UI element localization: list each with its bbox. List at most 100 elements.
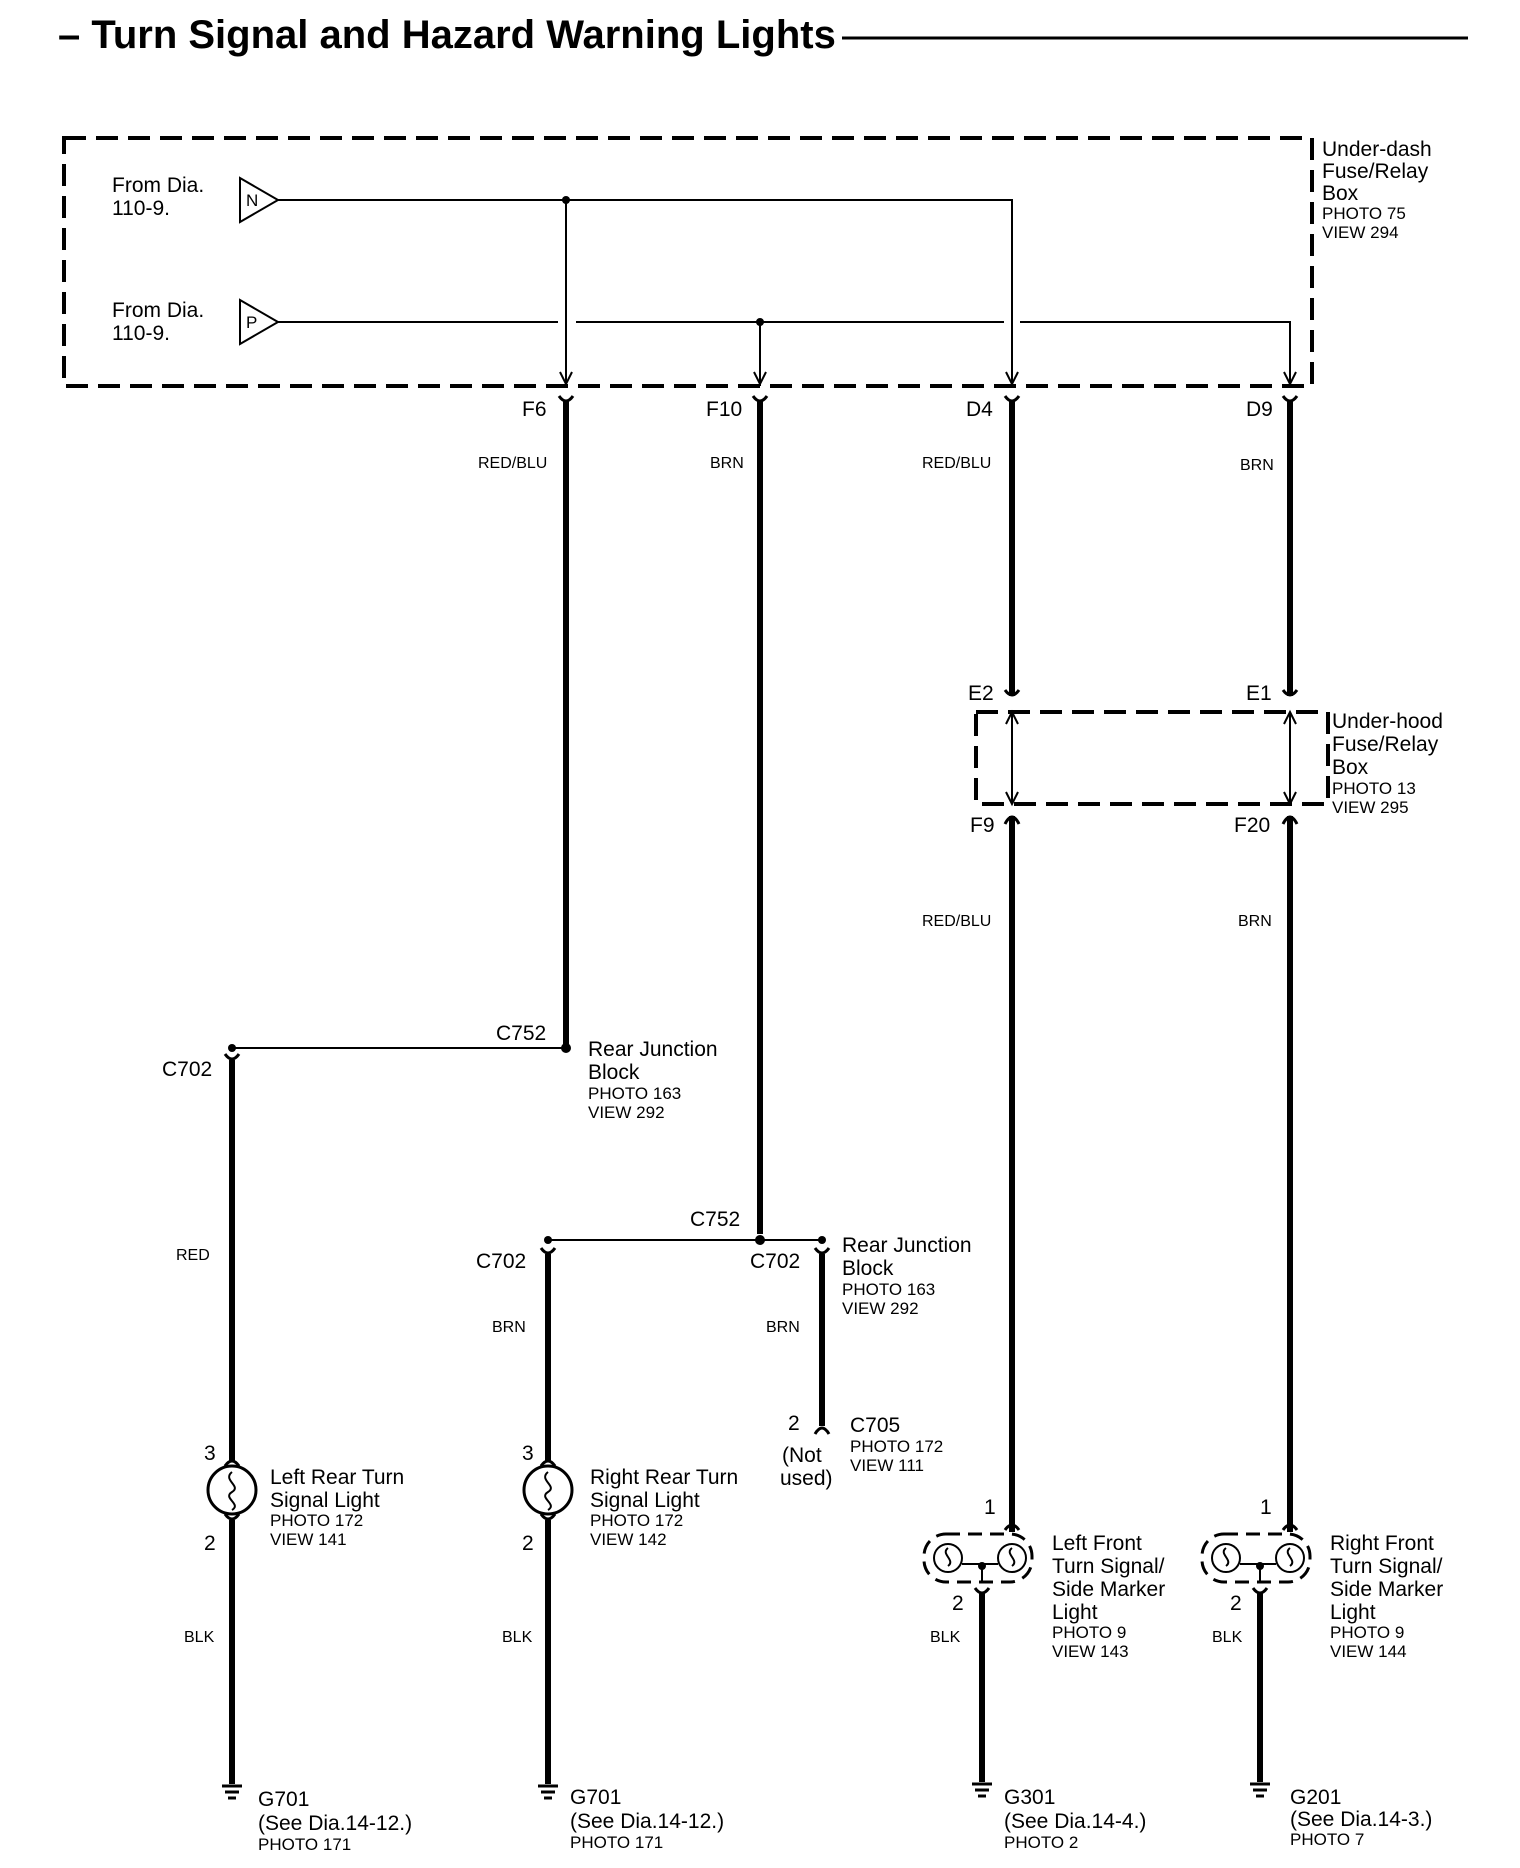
g3-photo: PHOTO 2 <box>1004 1833 1078 1852</box>
wire-color-f6: RED/BLU <box>478 455 547 472</box>
g4-photo: PHOTO 7 <box>1290 1830 1364 1849</box>
ground-g201: G201 (See Dia.14-3.) PHOTO 7 <box>1250 1782 1432 1849</box>
rj2-connector-c752: C752 <box>690 1208 740 1231</box>
right-rear-pin-top: 3 <box>522 1442 534 1465</box>
right-front-turn-signal-light: 1 2 Right Front Turn Signal/ Side Marker… <box>1200 1496 1443 1661</box>
terminal-f10: F10 <box>706 398 742 421</box>
right-rear-photo: PHOTO 172 <box>590 1511 683 1530</box>
right-front-pin-top: 1 <box>1260 1496 1272 1519</box>
terminal-f20: F20 <box>1234 814 1270 837</box>
right-front-bulb-1-icon <box>1211 1543 1241 1573</box>
wire-color-f10: BRN <box>710 455 744 472</box>
under-dash-photo: PHOTO 75 <box>1322 204 1406 223</box>
left-rear-name-1: Left Rear Turn <box>270 1466 404 1489</box>
right-front-name-1: Right Front <box>1330 1532 1434 1555</box>
left-front-housing-icon <box>922 1532 1034 1584</box>
rj2-photo: PHOTO 163 <box>842 1280 935 1299</box>
terminal-f9: F9 <box>970 814 995 837</box>
left-front-pin-top: 1 <box>984 1496 996 1519</box>
left-front-photo: PHOTO 9 <box>1052 1623 1126 1642</box>
right-front-name-4: Light <box>1330 1601 1376 1624</box>
right-rear-pin-bottom: 2 <box>522 1532 534 1555</box>
left-front-bulb-1-icon <box>933 1543 963 1573</box>
wire-color-d9: BRN <box>1240 457 1274 474</box>
ground-icon <box>222 1784 242 1800</box>
g2-photo: PHOTO 171 <box>570 1833 663 1852</box>
input-p-line1: From Dia. <box>112 299 204 322</box>
ground-g301: G301 (See Dia.14-4.) PHOTO 2 <box>972 1782 1146 1852</box>
terminal-f6: F6 <box>522 398 547 421</box>
under-dash-name-1: Under-dash <box>1322 138 1432 161</box>
right-front-housing-icon <box>1200 1532 1312 1584</box>
under-hood-name-2: Fuse/Relay <box>1332 733 1439 756</box>
wire-color-blk-4: BLK <box>1212 1629 1243 1646</box>
rj1-name-2: Block <box>588 1061 640 1084</box>
connector-e2 <box>1003 689 1021 697</box>
under-dash-name-2: Fuse/Relay <box>1322 160 1429 183</box>
ground-g701-left: G701 (See Dia.14-12.) PHOTO 171 <box>222 1784 412 1854</box>
wire-color-brn-c705: BRN <box>766 1319 800 1336</box>
rear-junction-block-2: C752 C702 C702 Rear Junction Block PHOTO… <box>476 1208 972 1318</box>
under-hood-view: VIEW 295 <box>1332 798 1409 817</box>
g3-name: G301 <box>1004 1786 1055 1809</box>
ground-g701-right: G701 (See Dia.14-12.) PHOTO 171 <box>538 1784 724 1852</box>
g1-photo: PHOTO 171 <box>258 1835 351 1854</box>
c705-view: VIEW 111 <box>850 1456 924 1475</box>
wire-color-brn-right-rear: BRN <box>492 1319 526 1336</box>
wire-color-blk-1: BLK <box>184 1629 215 1646</box>
right-front-photo: PHOTO 9 <box>1330 1623 1404 1642</box>
g2-name: G701 <box>570 1786 621 1809</box>
rear-junction-block-1: C752 C702 Rear Junction Block PHOTO 163 … <box>162 1022 718 1122</box>
left-front-pin-bottom: 2 <box>952 1592 964 1615</box>
connector-e1 <box>1281 689 1299 697</box>
right-rear-turn-signal-light: 3 2 Right Rear Turn Signal Light PHOTO 1… <box>522 1442 738 1555</box>
c705-note-2: used) <box>780 1467 833 1490</box>
right-front-view: VIEW 144 <box>1330 1642 1407 1661</box>
right-rear-name-2: Signal Light <box>590 1489 700 1512</box>
under-hood-name-3: Box <box>1332 756 1369 779</box>
g1-ref: (See Dia.14-12.) <box>258 1812 412 1835</box>
input-p-line2: 110-9. <box>112 322 170 345</box>
wire-color-red: RED <box>176 1247 210 1264</box>
g1-name: G701 <box>258 1788 309 1811</box>
rj1-view: VIEW 292 <box>588 1103 665 1122</box>
g4-ref: (See Dia.14-3.) <box>1290 1808 1432 1831</box>
wire-color-f20: BRN <box>1238 913 1272 930</box>
input-p-reference: From Dia. 110-9. P <box>112 298 280 346</box>
right-rear-bulb-icon <box>522 1464 574 1516</box>
left-rear-bulb-icon <box>206 1464 258 1516</box>
right-front-name-3: Side Marker <box>1330 1578 1443 1601</box>
terminal-e1: E1 <box>1246 682 1272 705</box>
c705-note-1: (Not <box>782 1444 822 1467</box>
g3-ref: (See Dia.14-4.) <box>1004 1810 1146 1833</box>
input-p-triangle-icon <box>239 298 280 346</box>
left-front-name-1: Left Front <box>1052 1532 1142 1555</box>
g2-ref: (See Dia.14-12.) <box>570 1810 724 1833</box>
right-front-bulb-2-icon <box>1275 1543 1305 1573</box>
input-n-line2: 110-9. <box>112 197 170 220</box>
input-n-triangle-icon <box>239 176 280 224</box>
wire-color-blk-3: BLK <box>930 1629 961 1646</box>
c705-pin: 2 <box>788 1412 800 1435</box>
right-rear-view: VIEW 142 <box>590 1530 667 1549</box>
left-rear-pin-top: 3 <box>204 1442 216 1465</box>
c705-connector: 2 (Not used) C705 PHOTO 172 VIEW 111 <box>780 1412 943 1490</box>
left-rear-photo: PHOTO 172 <box>270 1511 363 1530</box>
rj1-connector-c702: C702 <box>162 1058 212 1081</box>
under-dash-internal-wiring <box>278 196 1297 387</box>
rj2-name-1: Rear Junction <box>842 1234 972 1257</box>
input-p-tag: P <box>246 313 257 332</box>
input-n-line1: From Dia. <box>112 174 204 197</box>
under-hood-fuse-relay-box-outline <box>974 710 1330 806</box>
page-title: – Turn Signal and Hazard Warning Lights <box>58 13 836 57</box>
under-hood-internal-wiring <box>1005 709 1297 807</box>
left-rear-pin-bottom: 2 <box>204 1532 216 1555</box>
rj2-name-2: Block <box>842 1257 894 1280</box>
left-front-name-3: Side Marker <box>1052 1578 1165 1601</box>
terminal-d9: D9 <box>1246 398 1273 421</box>
input-n-reference: From Dia. 110-9. N <box>112 174 280 224</box>
rj1-connector-c752: C752 <box>496 1022 546 1045</box>
ground-icon <box>538 1784 558 1800</box>
terminal-e2: E2 <box>968 682 994 705</box>
